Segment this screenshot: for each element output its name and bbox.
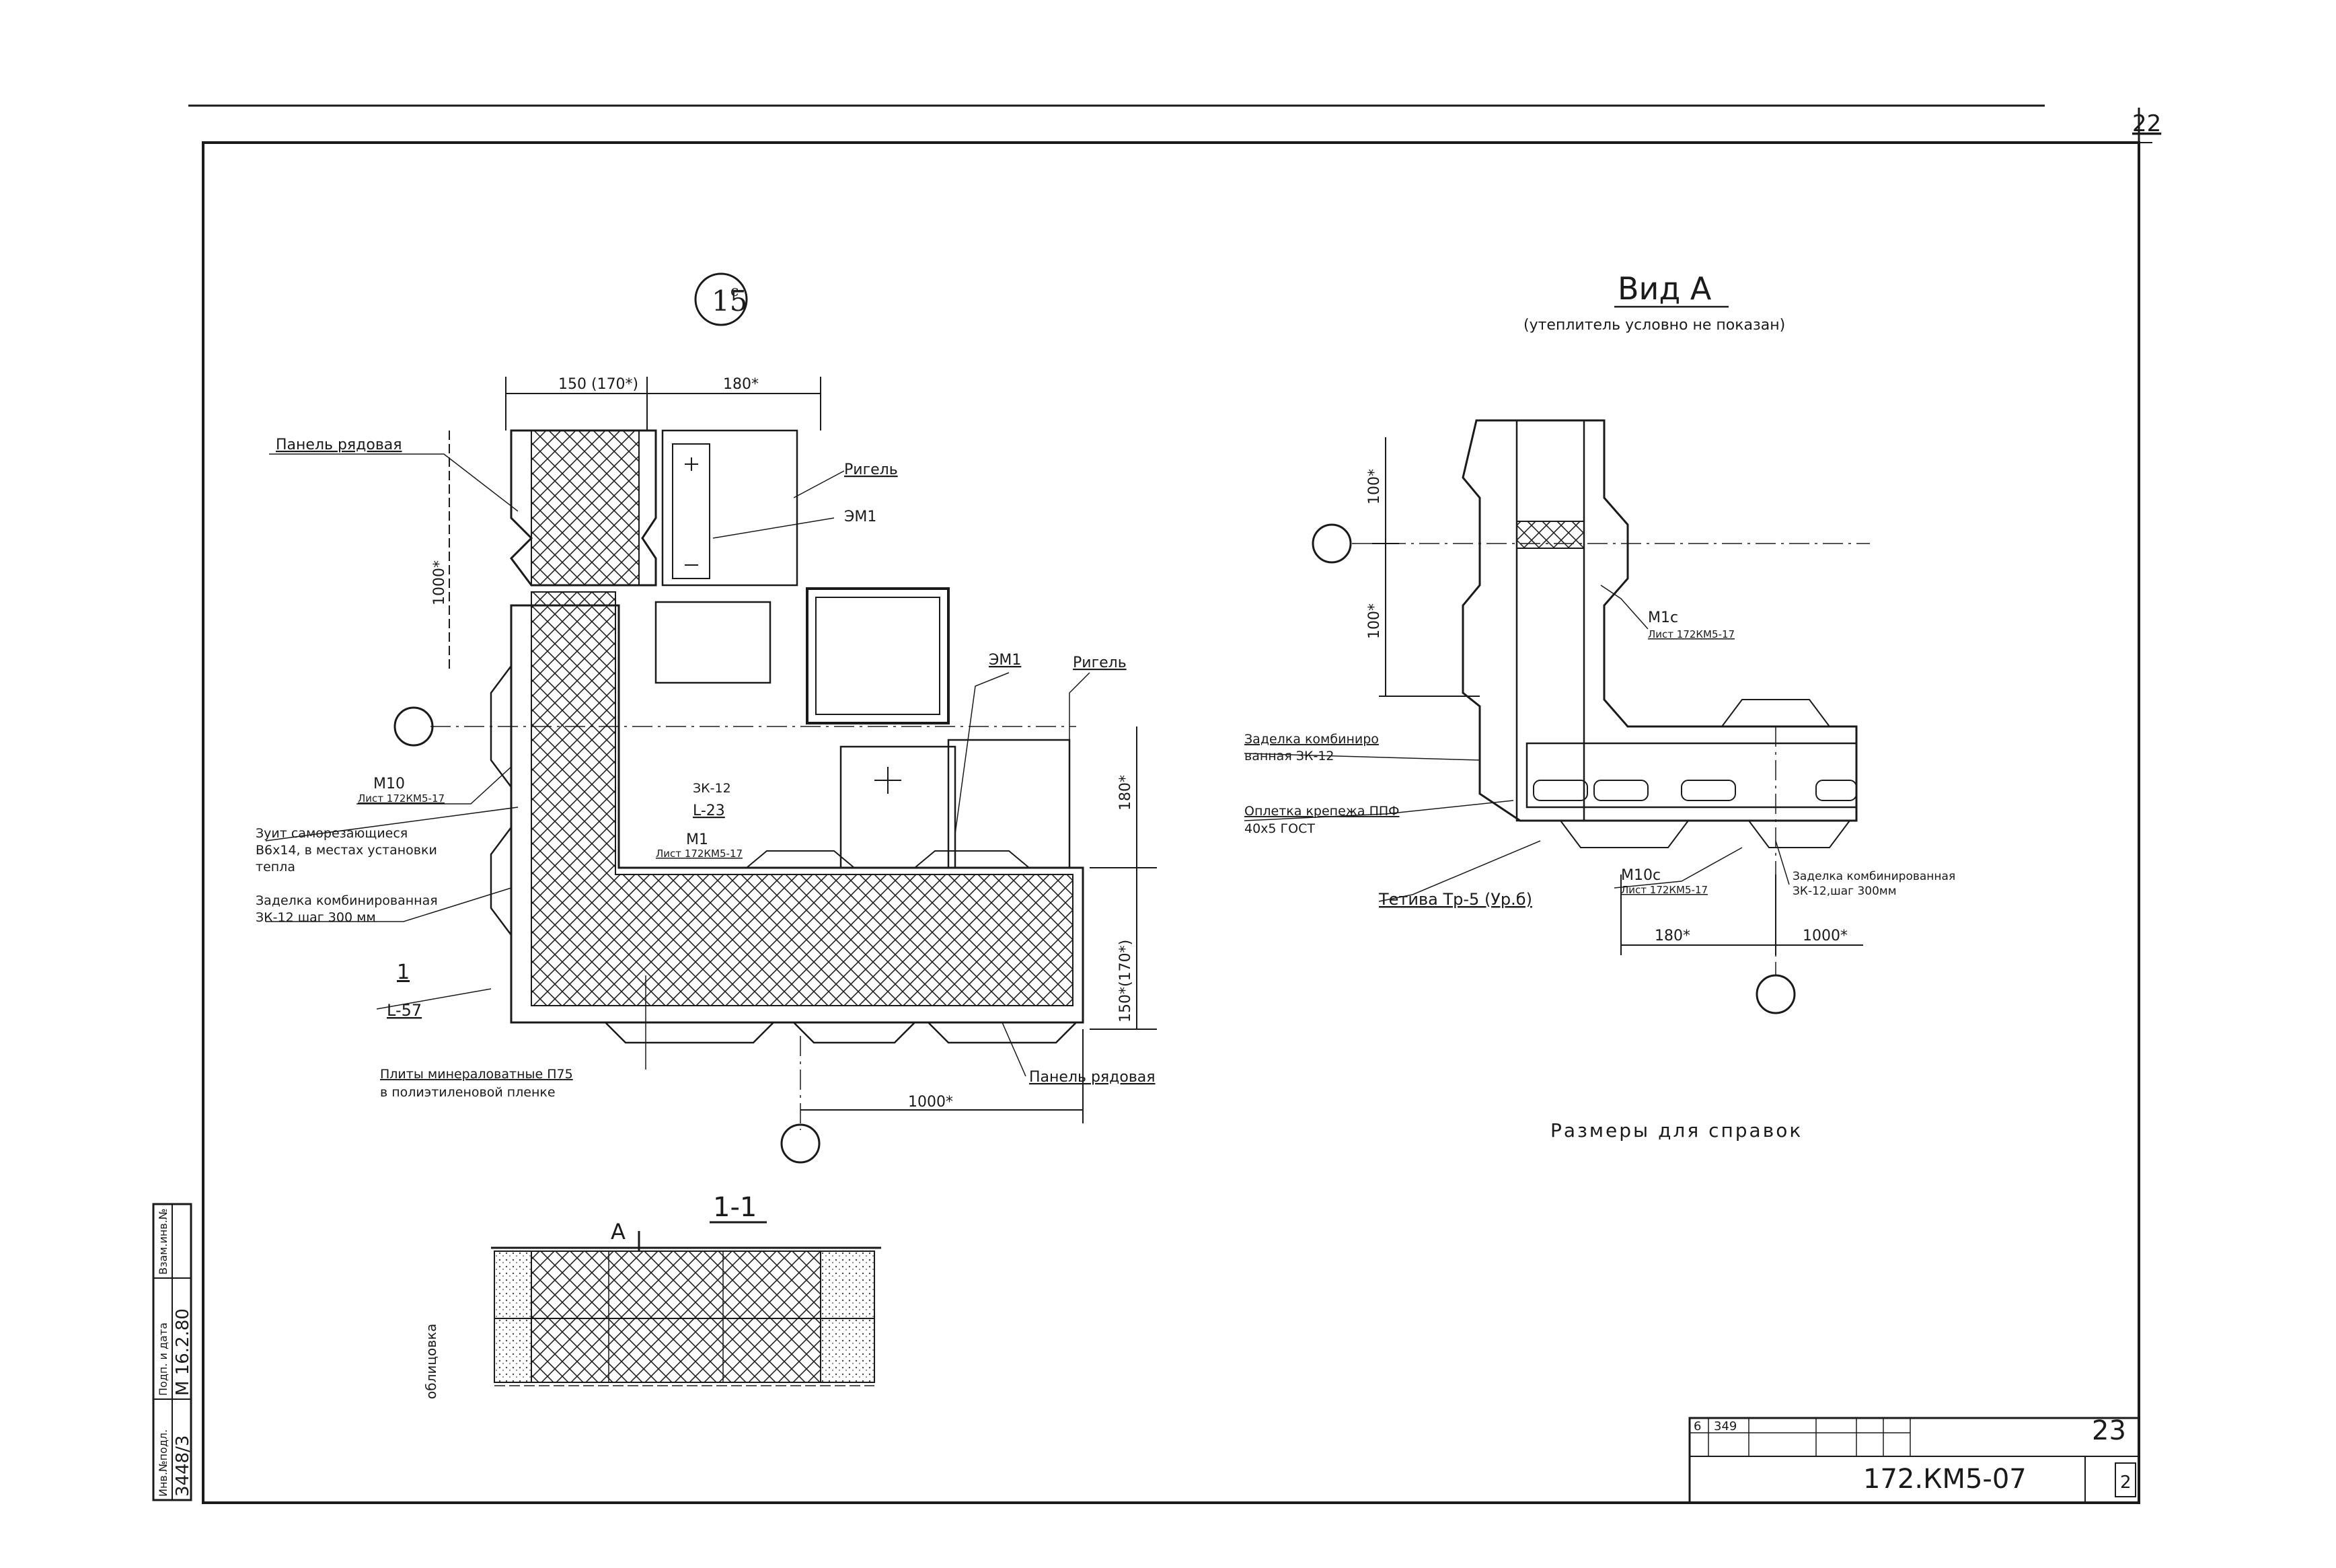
sheet-frame (152, 104, 2152, 1504)
view-a-axis-marker-bottom (1756, 974, 1796, 1014)
detail-marker-circle (694, 272, 748, 326)
section-1-1-drawing (491, 1221, 881, 1386)
reference-note: Размеры для справок (1550, 1119, 1803, 1142)
label-panel-bottom: Панель рядовая (1029, 1069, 1156, 1086)
section-view-mark: А (611, 1219, 626, 1244)
dim-top-left: 150 (170*) (558, 376, 638, 393)
view-a-label-gasket: Оплетка крепежа ППФ (1244, 804, 1400, 819)
label-plates-2: в полиэтиленовой пленке (380, 1085, 556, 1100)
dim-top-right: 180* (723, 376, 759, 393)
label-m10: М10 (373, 776, 405, 792)
label-em1-top: ЭМ1 (844, 509, 876, 525)
detail-15-drawing (265, 272, 1157, 1164)
sheet-number: 2 (2120, 1472, 2132, 1493)
dim-left-vertical: 1000* (431, 560, 448, 605)
view-a-axis-marker-left (1312, 523, 1352, 564)
detail-marker-number: 15 (712, 285, 747, 318)
section-title: 1-1 (713, 1192, 757, 1223)
label-em1-right: ЭМ1 (989, 652, 1021, 669)
dim-right-upper: 180* (1117, 775, 1134, 811)
label-l57: L-57 (387, 1001, 422, 1020)
view-a-label-m10: М10с (1621, 867, 1661, 884)
side-stamp-number: 3448/3 (173, 1435, 193, 1497)
view-a-label-gasket-2: 40х5 ГОСТ (1244, 821, 1315, 836)
label-plates: Плиты минераловатные П75 (380, 1067, 573, 1082)
view-a-drawing (1244, 305, 1870, 1014)
stamp-cell-1: 6 (1694, 1419, 1701, 1433)
label-bolt: Зуит саморезающиеся (256, 826, 408, 841)
view-a-dim-v2: 100* (1366, 603, 1383, 639)
dim-right-lower: 150*(170*) (1117, 940, 1134, 1022)
label-bolt-3: тепла (256, 860, 295, 874)
view-a-label-sealant-b: Заделка комбинированная (1793, 870, 1955, 883)
view-a-title: Вид А (1618, 270, 1712, 307)
label-l23: L-23 (693, 802, 725, 819)
label-bolt-2: В6х14, в местах установки (256, 843, 437, 858)
view-a-label-tetiva: Тетива Тр-5 (Ур.б) (1378, 890, 1532, 909)
view-a-label-sealant-b-2: ЗК-12,шаг 300мм (1793, 885, 1897, 898)
designation: 172.КМ5-07 (1863, 1464, 2027, 1495)
stamp-cell-2: 349 (1714, 1419, 1737, 1433)
detail-marker-sup: с (730, 283, 739, 300)
view-a-dim-h2: 1000* (1803, 928, 1848, 944)
axis-marker-left (393, 706, 434, 747)
label-m1-ref: Лист 172КМ5-17 (656, 848, 743, 860)
label-rigel-top: Ригель (844, 461, 898, 478)
view-a-label-m1-ref: Лист 172КМ5-17 (1648, 628, 1735, 640)
label-cut-mark: 1 (397, 961, 410, 984)
side-stamp-sign: Подп. и дата (157, 1322, 169, 1396)
view-a-label-sealant: Заделка комбиниро (1244, 732, 1379, 747)
label-panel-top: Панель рядовая (276, 437, 402, 453)
view-a-dim-h1: 180* (1655, 928, 1690, 944)
label-sealant: Заделка комбинированная (256, 893, 438, 908)
view-a-label-m1: М1с (1648, 609, 1678, 626)
view-a-label-sealant-2: ванная ЗК-12 (1244, 749, 1334, 763)
side-stamp-inv: Инв.№подл. (157, 1429, 169, 1497)
view-a-label-m10-ref: Лист 172КМ5-17 (1621, 884, 1708, 896)
page-number-bottom: 23 (2092, 1415, 2126, 1446)
view-a-subtitle: (утеплитель условно не показан) (1523, 317, 1785, 334)
side-stamp-replace: Взам.инв.№ (157, 1209, 169, 1275)
dim-bottom: 1000* (908, 1094, 953, 1111)
side-stamp-date: М 16.2.80 (173, 1308, 193, 1396)
view-a-dim-v1: 100* (1366, 469, 1383, 505)
axis-marker-bottom (780, 1123, 821, 1164)
label-m10-ref: Лист 172КМ5-17 (358, 792, 445, 805)
label-rigel-right: Ригель (1073, 655, 1127, 671)
section-vertical-note: облицовка (423, 1324, 439, 1399)
label-zk: ЗК-12 (693, 781, 731, 796)
label-m1: М1 (686, 831, 708, 848)
label-sealant-2: ЗК-12 шаг 300 мм (256, 910, 376, 925)
page-number-top: 22 (2132, 110, 2161, 137)
